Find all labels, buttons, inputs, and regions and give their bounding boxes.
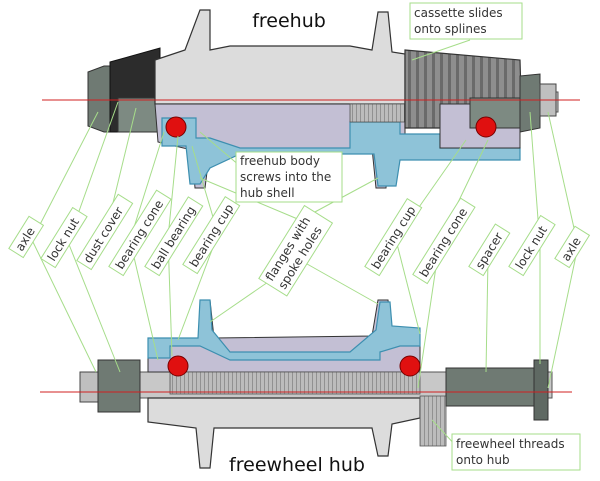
- label-bearing-cone-right: bearing cone: [412, 197, 476, 285]
- note-cassette-line2: onto splines: [414, 22, 487, 36]
- top-ball-bearing-left: [165, 116, 187, 138]
- label-lock-nut-right: lock nut: [508, 214, 556, 277]
- bottom-ball-bearing-left: [167, 355, 189, 377]
- note-freehub-body-line3: hub shell: [240, 186, 295, 200]
- note-freehub-body-line2: screws into the: [240, 170, 331, 184]
- freewheel-hub-assembly: [40, 299, 572, 469]
- note-freewheel-threads: freewheel threads onto hub: [451, 433, 581, 471]
- bottom-thread-mid: [169, 371, 421, 395]
- note-freewheel-threads-line2: onto hub: [456, 453, 510, 467]
- bottom-lock-nut-left: [97, 359, 141, 413]
- bottom-spacer: [445, 367, 539, 407]
- bottom-axle-end-left: [79, 371, 101, 403]
- note-cassette: cassette slides onto splines: [409, 2, 523, 40]
- title-freehub: freehub: [252, 10, 326, 32]
- label-flanges: flanges with spoke holes: [258, 204, 334, 297]
- title-freewheel-hub: freewheel hub: [229, 454, 365, 476]
- note-freehub-body: freehub body screws into the hub shell: [235, 151, 343, 203]
- note-cassette-line1: cassette slides: [414, 6, 503, 20]
- label-bearing-cone-right-text: bearing cone: [417, 206, 471, 280]
- freehub-assembly: [42, 9, 580, 189]
- note-freehub-body-line1: freehub body: [240, 154, 320, 168]
- top-thread: [349, 103, 409, 123]
- top-bearing-cone-left: [117, 97, 159, 133]
- label-axle-left: axle: [8, 215, 45, 259]
- top-lock-nut-right: [519, 73, 541, 133]
- label-bearing-cup-right-text: bearing cup: [369, 204, 419, 272]
- label-bearing-cup-right: bearing cup: [364, 197, 423, 277]
- note-freewheel-threads-line1: freewheel threads: [456, 437, 565, 451]
- bottom-ball-bearing-right: [399, 355, 421, 377]
- bottom-blue-section: [147, 299, 421, 361]
- label-axle-right: axle: [554, 225, 591, 269]
- bottom-lock-nut-right: [533, 359, 549, 421]
- label-spacer: spacer: [468, 223, 511, 277]
- top-ball-bearing-right: [475, 116, 497, 138]
